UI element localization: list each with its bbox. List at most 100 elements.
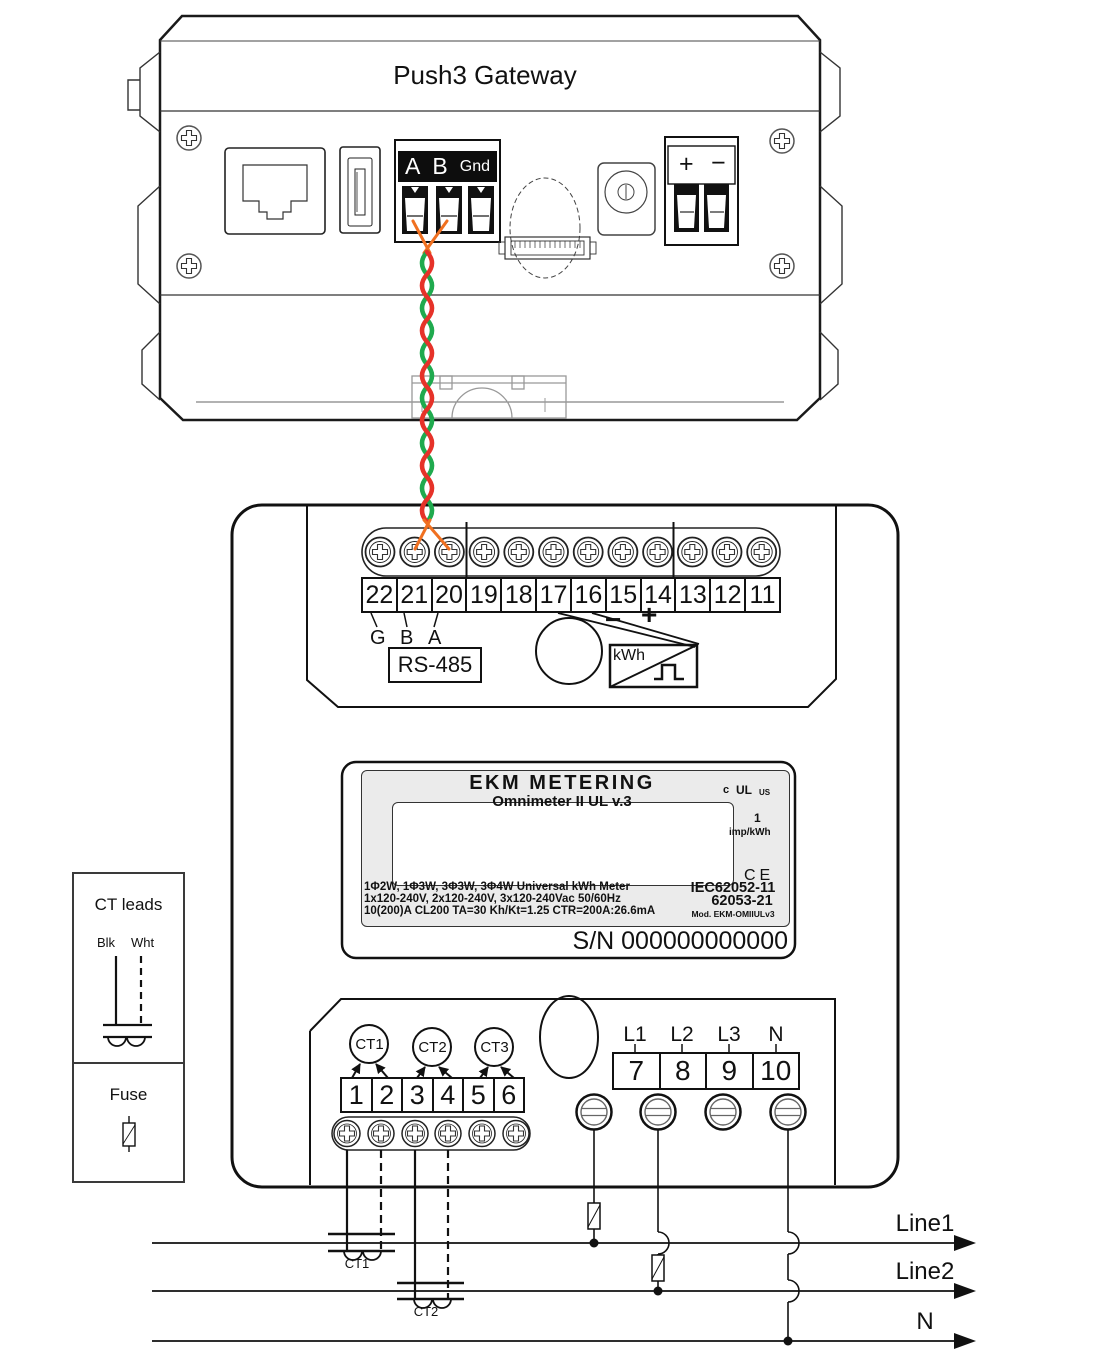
phase-l2-label: L2 xyxy=(670,1023,694,1046)
ct1-symbol xyxy=(328,1232,395,1261)
rs485-a-label: A xyxy=(405,153,421,179)
terminal-group-dividers xyxy=(465,522,675,578)
ct1-circle-label: CT1 xyxy=(355,1036,384,1053)
gateway-device xyxy=(127,14,843,422)
led-value-label: 1 xyxy=(754,811,761,825)
gateway-stub-b xyxy=(422,219,449,255)
terminal-21: 21 xyxy=(395,579,431,611)
legend-ct-symbol xyxy=(103,1023,152,1047)
terminal-1: 1 xyxy=(348,1079,364,1110)
spec-line-1: 1Φ2W, 1Φ3W, 3Φ3W, 3Φ4W Universal kWh Met… xyxy=(364,881,630,893)
bus-b-label: B xyxy=(400,627,414,649)
pulse-output-symbol xyxy=(557,612,700,689)
din-rail-clip xyxy=(411,375,567,419)
terminal-13: 13 xyxy=(674,579,709,611)
neutral-label: N xyxy=(916,1308,934,1335)
lug-terminal-7 xyxy=(575,1093,613,1131)
ul-c-label: c xyxy=(723,784,730,796)
ct2-circle-label: CT2 xyxy=(418,1039,447,1056)
line2-arrowhead xyxy=(954,1283,976,1299)
ct1-line-label: CT1 xyxy=(344,1256,370,1271)
rs485-gnd-label: Gnd xyxy=(459,157,490,175)
meter-display-window xyxy=(392,802,734,886)
brand-label: EKM METERING xyxy=(469,772,655,794)
model-label: Omnimeter II UL v.3 xyxy=(492,793,632,810)
rs485-twisted-pair xyxy=(411,219,451,551)
phase-label-leaders xyxy=(634,1044,777,1052)
terminal-14: 14 xyxy=(639,579,675,611)
wire-hop xyxy=(657,1231,670,1255)
top-strip-screws xyxy=(364,536,778,568)
ul-us-label: US xyxy=(759,788,771,797)
legend-fuse-label: Fuse xyxy=(109,1085,148,1104)
bottom-terminal-strip xyxy=(331,1116,531,1151)
legend-black-label: Blk xyxy=(97,935,116,950)
phase-terminal-number-row: 7 8 9 10 xyxy=(612,1052,800,1090)
pulse-plus-label: + xyxy=(641,599,658,630)
terminal-10: 10 xyxy=(751,1054,799,1088)
feeder-wiring xyxy=(152,1130,976,1349)
usb-port-icon xyxy=(339,146,381,234)
phase-l1-label: L1 xyxy=(623,1023,647,1046)
bus-g-label: G xyxy=(370,627,386,649)
terminal-3: 3 xyxy=(401,1079,432,1111)
ribbon-connector-icon xyxy=(498,236,597,260)
line1-voltage-wire xyxy=(587,1130,601,1248)
rs485-label-box: RS-485 xyxy=(388,647,482,683)
neutral-voltage-wire xyxy=(783,1130,800,1346)
bottom-strip-screws xyxy=(333,1119,530,1148)
rs485-port-header: A B Gnd xyxy=(398,151,497,182)
serial-number: S/N 000000000000 xyxy=(572,927,788,955)
power-jack-icon xyxy=(597,162,656,236)
ct3-circle xyxy=(474,1027,514,1067)
rs485-label: RS-485 xyxy=(397,652,473,677)
ct-terminal-number-row: 1 2 3 4 5 6 xyxy=(340,1077,525,1113)
led-unit-label: imp/kWh xyxy=(729,827,771,838)
bus-a-label: A xyxy=(428,627,442,649)
top-terminal-strip xyxy=(361,527,781,577)
gateway-screws xyxy=(176,125,795,279)
terminal-19: 19 xyxy=(465,579,500,611)
ct2-circle xyxy=(412,1027,452,1067)
line2-voltage-wire xyxy=(651,1130,670,1296)
lug-terminal-9 xyxy=(704,1093,742,1131)
bottom-seal-hole xyxy=(539,995,599,1079)
gateway-power-terminal-block xyxy=(664,136,739,246)
antenna-cutout xyxy=(509,177,581,279)
terminal-20: 20 xyxy=(430,579,466,611)
terminal-11: 11 xyxy=(744,579,779,611)
ct3-circle-label: CT3 xyxy=(480,1039,509,1056)
phase-n-label: N xyxy=(768,1023,784,1046)
legend-title: CT leads xyxy=(94,895,163,914)
terminal-8: 8 xyxy=(658,1054,706,1088)
standard-1-label: IEC62052-11 xyxy=(690,880,776,896)
standard-2-label: 62053-21 xyxy=(711,893,773,909)
terminal-2: 2 xyxy=(370,1079,402,1111)
ce-mark-label: CE xyxy=(744,867,775,884)
terminal-4: 4 xyxy=(431,1079,463,1111)
top-terminal-number-row: 22 21 20 19 18 17 16 15 14 13 12 11 xyxy=(361,577,781,613)
phase-l3-label: L3 xyxy=(717,1023,741,1046)
legend-white-label: Wht xyxy=(131,935,155,950)
model-code-label: Mod. EKM-OMIIULv3 xyxy=(691,909,775,919)
legend-fuse-symbol xyxy=(122,1116,136,1152)
terminal-18: 18 xyxy=(500,579,535,611)
terminal-5: 5 xyxy=(462,1079,493,1111)
terminal-16: 16 xyxy=(569,579,605,611)
rs485-b-label: B xyxy=(432,153,448,179)
pulse-kwh-label: kWh xyxy=(613,647,645,664)
pulse-minus-label: − xyxy=(605,604,622,635)
legend-box xyxy=(72,872,185,1183)
twisted-wire-red xyxy=(419,249,435,525)
terminal-9: 9 xyxy=(705,1054,752,1088)
gateway-side-tabs xyxy=(127,51,843,401)
ethernet-port-icon xyxy=(224,147,326,235)
junction-dot xyxy=(783,1336,793,1346)
nameplate-plate xyxy=(340,760,797,960)
line-lug-terminals xyxy=(575,1093,807,1131)
meter-top-panel xyxy=(306,506,837,708)
spec-line-3: 10(200)A CL200 TA=30 Kh/Kt=1.25 CTR=200A… xyxy=(364,905,656,917)
terminal-17: 17 xyxy=(535,579,570,611)
